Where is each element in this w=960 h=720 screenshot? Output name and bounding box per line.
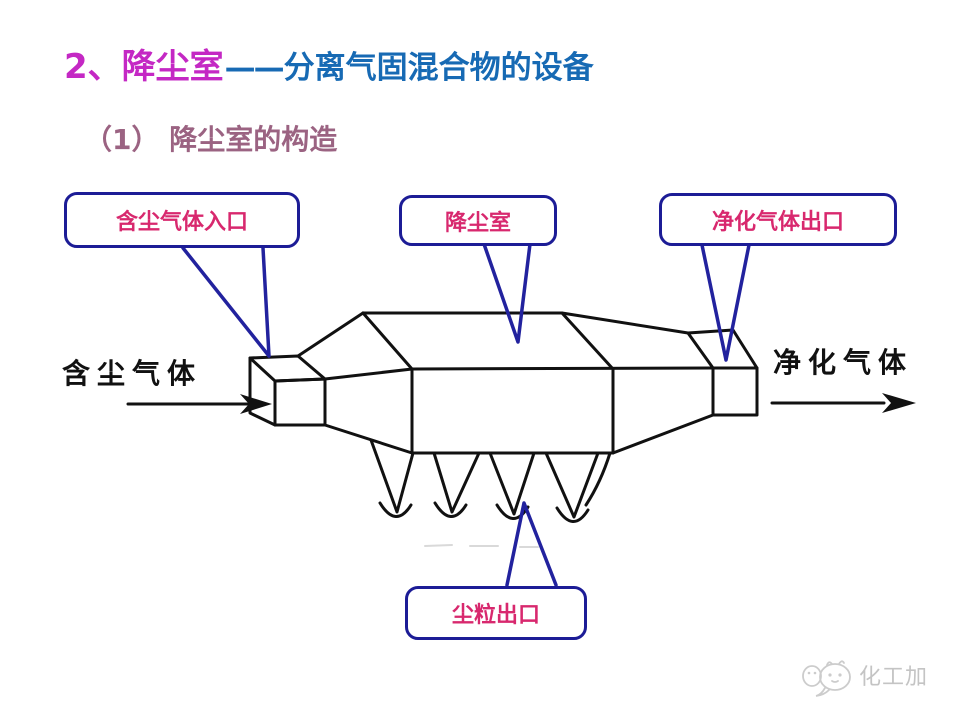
callout-pointer-inlet	[181, 246, 271, 358]
outlet-flow-arrow	[770, 393, 916, 413]
inlet-duct	[248, 354, 327, 427]
callout-pointer-dust	[505, 501, 558, 587]
callout-dusty-gas-inlet: 含尘气体入口	[64, 192, 300, 248]
callout-pointer-chamber	[482, 242, 532, 344]
title-section-number: 2、降尘室	[64, 47, 224, 87]
callout-clean-gas-outlet: 净化气体出口	[659, 193, 897, 246]
watermark: 化工加	[798, 650, 928, 700]
callout-settling-chamber-label: 降尘室	[444, 210, 511, 236]
chamber-body	[361, 311, 715, 455]
converging-section	[560, 311, 715, 455]
callout-pointer-outlet	[700, 243, 751, 362]
callout-clean-gas-outlet-label: 净化气体出口	[711, 209, 844, 235]
slide-subtitle: （1） 降尘室的构造	[84, 123, 338, 156]
inlet-flow-label: 含尘气体	[62, 357, 203, 390]
outlet-flow-label: 净化气体	[773, 346, 914, 379]
watermark-text: 化工加	[859, 665, 929, 690]
outlet-duct	[686, 328, 759, 417]
page-title: 2、降尘室——分离气固混合物的设备	[64, 47, 594, 87]
callout-settling-chamber: 降尘室	[399, 195, 557, 246]
faint-marks	[424, 544, 539, 548]
callout-dust-particle-outlet: 尘粒出口	[405, 586, 587, 640]
chat-bubbles-logo-icon	[802, 660, 851, 697]
title-dash: ——	[224, 50, 285, 86]
title-description: 分离气固混合物的设备	[283, 50, 594, 86]
callout-dust-particle-outlet-label: 尘粒出口	[451, 603, 540, 628]
inlet-flow-arrow	[126, 394, 272, 414]
callout-dusty-gas-inlet-label: 含尘气体入口	[115, 210, 248, 235]
diffuser-section	[296, 311, 414, 455]
dust-hoppers	[369, 438, 612, 523]
